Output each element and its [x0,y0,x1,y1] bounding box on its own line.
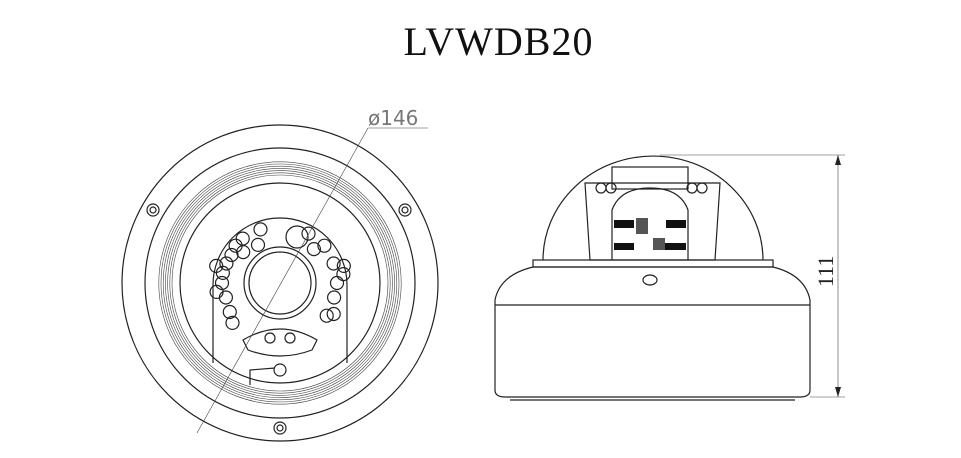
dome-ring [532,259,774,268]
light-sensor [285,225,309,249]
base-housing [494,266,811,398]
diameter-leader [196,127,369,434]
ir-led-icon [319,308,334,323]
ir-led-icon [225,315,240,330]
ir-led-icon [301,226,316,241]
ir-led-icon [326,306,341,322]
lens [248,251,312,315]
ir-led-icon [327,290,342,305]
dome [542,155,764,261]
threaded-ring [158,161,402,405]
ir-led-icon [336,258,351,273]
front-view: ø146 [121,106,439,442]
ir-led-icon [253,222,268,237]
ir-led-icon [222,304,237,320]
ir-led-icon [209,284,224,299]
screw-icon [398,203,412,217]
ir-led-icon [250,237,266,252]
ir-led-icon [326,256,341,271]
ir-led-icon [235,231,250,246]
ir-led-icon [209,258,224,273]
ir-led-icon [336,267,351,282]
ir-led-icon [214,275,230,291]
screw-icon [146,203,160,217]
ir-led-ring [209,222,351,330]
lens-outer [243,246,317,320]
screw-hole [642,274,658,286]
ir-led-icon [306,242,321,257]
ir-led-icon [219,256,234,271]
ir-led-icon [329,275,345,291]
camera-module [584,182,721,261]
connector-plate [242,328,318,357]
cable [249,367,276,385]
inner-housing [179,182,381,384]
screw-icon [273,421,287,435]
side-view: 111 [494,154,845,401]
outer-flange [121,124,439,442]
connector-icon [273,363,287,377]
ir-led-icon [317,238,332,253]
ir-led-icon [236,245,251,260]
ir-led-icon [218,290,233,305]
mount-ring [144,147,416,419]
height-label: 111 [813,256,838,287]
drawing-title: LVWDB20 [403,19,594,64]
diameter-label: ø146 [368,106,418,130]
